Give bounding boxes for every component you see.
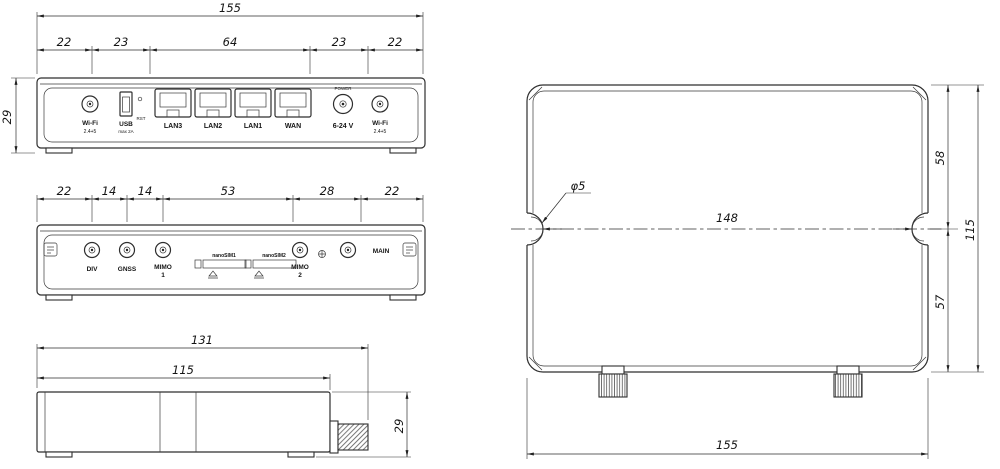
ethernet-port-lan2: [194, 88, 232, 118]
rear-foot-right: [389, 294, 417, 301]
lan3-label: LAN3: [164, 123, 182, 130]
top-dim-between-holes: 148: [716, 211, 738, 225]
antenna-bolt-left: [598, 365, 628, 398]
top-view-dimensions: 148 φ5 58 57 115 155: [511, 84, 984, 459]
ethernet-port-lan1: [234, 88, 272, 118]
front-dim-seg3: 64: [223, 35, 238, 49]
side-dim-body: 115: [172, 363, 194, 377]
front-dim-seg5: 22: [388, 35, 403, 49]
side-dim-total: 131: [191, 333, 213, 347]
top-dim-upper: 58: [933, 151, 947, 166]
rear-dim-seg6: 22: [385, 184, 400, 198]
rear-dim-seg4: 53: [221, 184, 236, 198]
lan1-label: LAN1: [244, 123, 262, 130]
top-dim-width: 155: [716, 438, 738, 452]
sim2-eject-icon: [254, 270, 264, 279]
reset-pinhole: [137, 96, 143, 102]
main-antenna-connector: [339, 241, 357, 259]
rear-dim-seg3: 14: [138, 184, 153, 198]
top-view: 148 φ5 58 57 115 155: [511, 84, 984, 459]
front-dim-seg2: 23: [114, 35, 129, 49]
wifi-antenna-connector-right: [371, 95, 389, 113]
mimo2-number: 2: [298, 272, 302, 279]
wifi-left-label: Wi-Fi: [82, 120, 98, 127]
mimo2-label: MIMO: [291, 264, 309, 271]
side-view: 131 115 29: [36, 333, 411, 458]
top-outline: [526, 84, 929, 373]
front-dim-height: 29: [0, 110, 14, 125]
mimo1-label: MIMO: [154, 264, 172, 271]
front-panel-body: [36, 77, 426, 149]
front-panel-face: [43, 87, 419, 143]
front-dim-seg4: 23: [332, 35, 347, 49]
main-label: MAIN: [373, 248, 390, 255]
sim2-eject-button: [244, 259, 252, 269]
wifi-right-sublabel: 2.4+5: [374, 129, 387, 135]
gnss-antenna-connector: [118, 241, 136, 259]
wifi-right-label: Wi-Fi: [372, 120, 388, 127]
rear-view-dimensions: 22 14 14 53 28 22: [36, 184, 424, 222]
usb-sublabel: max 2A: [118, 129, 133, 134]
mimo1-antenna-connector: [154, 241, 172, 259]
marking-icon-right: [402, 242, 417, 257]
power-label: POWER: [334, 86, 352, 91]
lan2-label: LAN2: [204, 123, 222, 130]
ethernet-port-wan: [274, 88, 312, 118]
top-inner-outline: [532, 90, 923, 367]
rear-dim-seg1: 22: [57, 184, 72, 198]
power-voltage-label: 6-24 V: [333, 123, 354, 130]
div-antenna-connector: [83, 241, 101, 259]
rear-panel-body: [36, 224, 426, 296]
front-foot-left: [45, 147, 73, 154]
side-view-dimensions: 131 115 29: [36, 333, 411, 458]
rear-dim-seg2: 14: [102, 184, 117, 198]
front-dim-seg1: 22: [57, 35, 72, 49]
marking-icon-left: [43, 242, 58, 257]
side-body: [36, 391, 369, 458]
side-dim-height: 29: [392, 419, 406, 434]
rear-foot-left: [45, 294, 73, 301]
wifi-antenna-connector-left: [81, 95, 99, 113]
usb-label: USB: [119, 121, 133, 128]
side-foot-right: [287, 451, 315, 458]
mimo2-antenna-connector: [291, 241, 309, 259]
power-jack: [332, 93, 354, 115]
sim-slot-1: [194, 259, 247, 269]
side-foot-left: [45, 451, 73, 458]
usb-port: [119, 91, 133, 117]
sim-slot-2: [244, 259, 297, 269]
sim1-eject-button: [194, 259, 202, 269]
rear-panel: DIV GNSS MIMO 1 nanoSIM1: [36, 224, 426, 301]
rear-panel-face: [43, 234, 419, 290]
rear-dim-seg5: 28: [320, 184, 335, 198]
rst-label: RST: [137, 116, 146, 121]
side-body-outline: [36, 391, 331, 453]
top-dim-lower: 57: [933, 294, 947, 309]
top-body: [521, 84, 934, 398]
sim2-label: nanoSIM2: [262, 253, 286, 259]
rear-view: 22 14 14 53 28 22 DIV: [36, 184, 426, 301]
antenna-bolt-right: [833, 365, 863, 398]
top-dim-height: 115: [963, 219, 977, 241]
gnss-label: GNSS: [118, 266, 137, 273]
hole-diameter-label: φ5: [571, 179, 586, 193]
front-dim-total: 155: [219, 1, 241, 15]
div-label: DIV: [87, 266, 99, 273]
sim1-label: nanoSIM1: [212, 253, 236, 259]
sim1-eject-icon: [208, 270, 218, 279]
mimo1-number: 1: [161, 272, 165, 279]
front-view: 155 22 23 64 23 22 29: [0, 1, 426, 154]
front-view-dimensions: 155 22 23 64 23 22 29: [0, 1, 424, 154]
front-foot-right: [389, 147, 417, 154]
wan-label: WAN: [285, 123, 301, 130]
front-panel: Wi-Fi 2.4+5 RST USB max 2A: [36, 77, 426, 154]
side-antenna-connector: [329, 420, 369, 454]
ethernet-port-lan3: [154, 88, 192, 118]
wifi-left-sublabel: 2.4+5: [84, 129, 97, 135]
screw-icon: [318, 250, 326, 258]
